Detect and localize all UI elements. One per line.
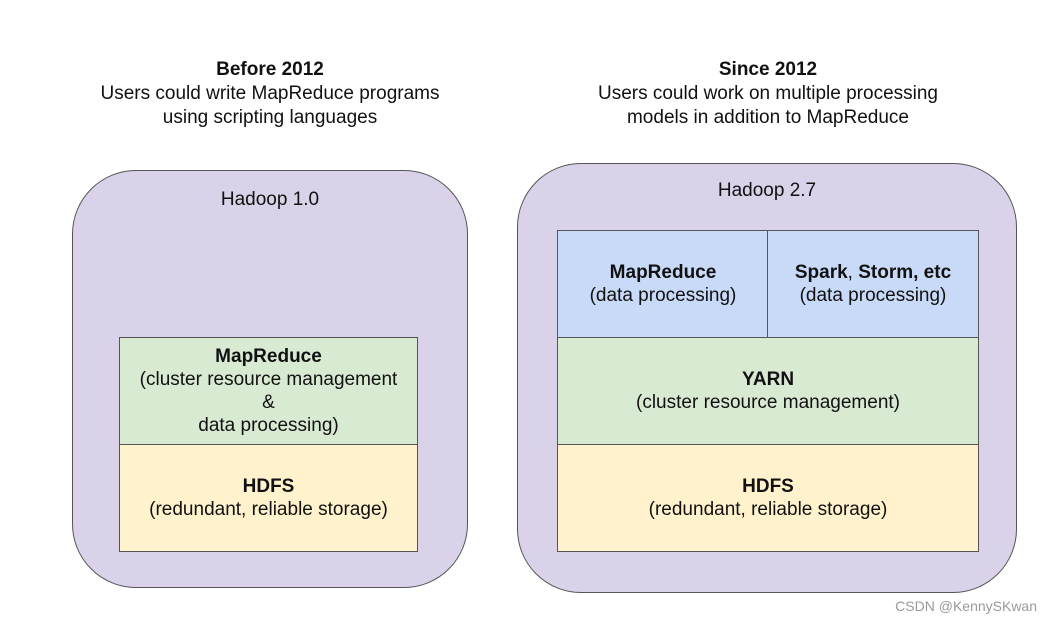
left-hdfs-box: HDFS (redundant, reliable storage) — [119, 444, 418, 552]
hadoop-1-label: Hadoop 1.0 — [220, 189, 320, 210]
left-mapreduce-line3: data processing) — [198, 415, 339, 436]
yarn-box: YARN (cluster resource management) — [557, 337, 979, 445]
left-mapreduce-line2: & — [262, 392, 275, 413]
right-caption-line1: Users could work on multiple processing — [597, 83, 939, 104]
left-caption-line1: Users could write MapReduce programs — [100, 83, 440, 104]
spark-storm-box: Spark, Storm, etc (data processing) — [767, 230, 979, 338]
right-caption-line2: models in addition to MapReduce — [626, 107, 909, 128]
right-hdfs-subtitle: (redundant, reliable storage) — [648, 499, 888, 520]
left-caption-line2: using scripting languages — [162, 107, 378, 128]
right-mapreduce-title: MapReduce — [609, 262, 717, 283]
right-mapreduce-subtitle: (data processing) — [589, 285, 737, 306]
right-caption: Since 2012 Users could work on multiple … — [538, 58, 998, 130]
storm-etc-title: Storm, etc — [858, 262, 952, 283]
right-mapreduce-box: MapReduce (data processing) — [557, 230, 769, 338]
left-mapreduce-box: MapReduce (cluster resource management &… — [119, 337, 418, 445]
right-caption-title: Since 2012 — [718, 59, 818, 80]
left-caption-title: Before 2012 — [216, 59, 324, 80]
spark-title: Spark — [794, 262, 848, 283]
left-hdfs-subtitle: (redundant, reliable storage) — [149, 499, 388, 520]
spark-storm-subtitle: (data processing) — [799, 285, 947, 306]
left-mapreduce-title: MapReduce — [215, 346, 322, 367]
spark-title-separator: , — [847, 262, 859, 283]
yarn-title: YARN — [741, 369, 795, 390]
yarn-subtitle: (cluster resource management) — [636, 392, 900, 413]
left-mapreduce-line1: (cluster resource management — [139, 369, 398, 390]
left-hdfs-title: HDFS — [242, 476, 295, 497]
left-caption: Before 2012 Users could write MapReduce … — [70, 58, 470, 130]
watermark: CSDN @KennySKwan — [895, 598, 1037, 614]
right-hdfs-title: HDFS — [742, 476, 794, 497]
spark-storm-title: Spark, Storm, etc — [795, 261, 951, 284]
hadoop-2-label: Hadoop 2.7 — [717, 180, 817, 201]
right-hdfs-box: HDFS (redundant, reliable storage) — [557, 444, 979, 552]
